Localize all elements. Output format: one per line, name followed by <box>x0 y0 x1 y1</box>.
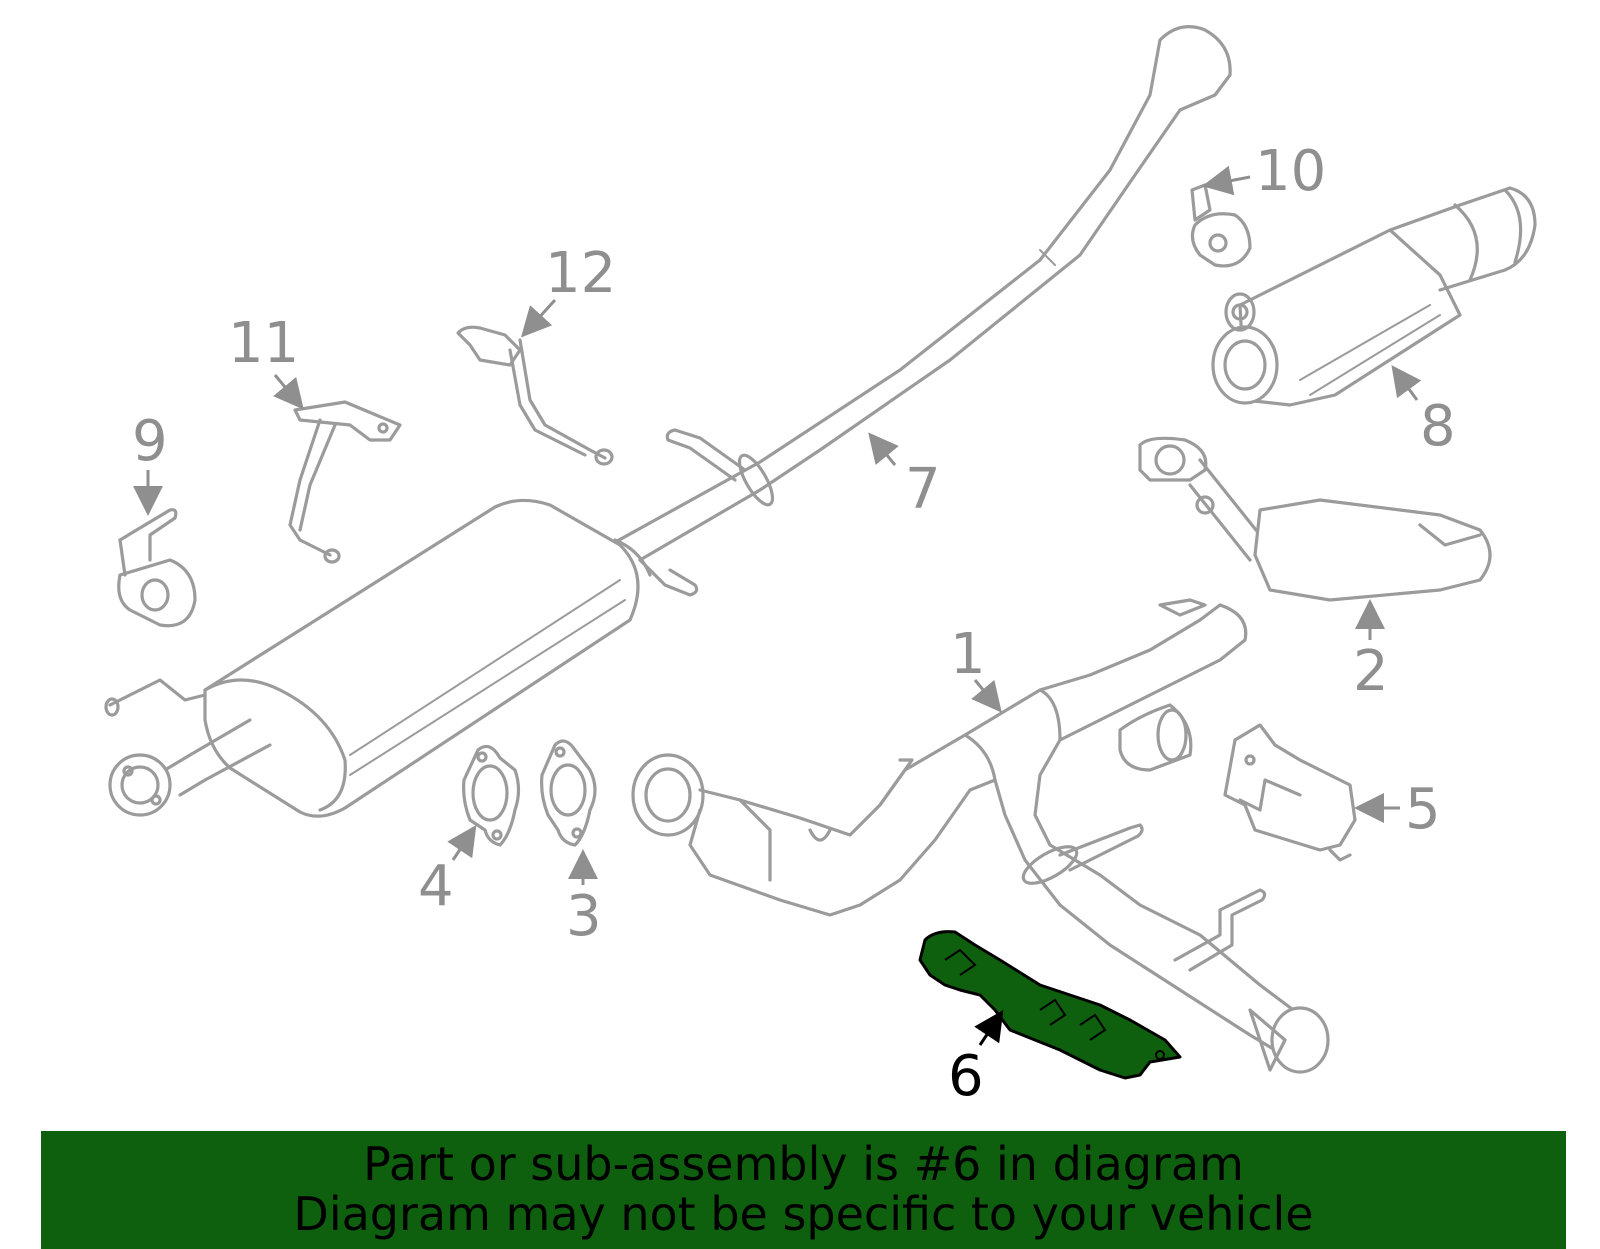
callout-1-number: 1 <box>950 622 986 687</box>
part-9-hanger-insulator[interactable] <box>117 508 197 628</box>
info-banner: Part or sub-assembly is #6 in diagram Di… <box>41 1131 1566 1249</box>
callout-7-number: 7 <box>905 457 941 522</box>
part-11-bracket[interactable] <box>288 400 402 564</box>
callout-7: 7 <box>868 432 941 522</box>
part-5-bracket[interactable] <box>1223 723 1357 862</box>
callout-8: 8 <box>1391 365 1456 459</box>
callout-9-number: 9 <box>132 409 168 474</box>
callout-6: 6 <box>948 1010 1004 1109</box>
callout-11: 11 <box>228 311 304 410</box>
callout-11-number: 11 <box>228 311 299 376</box>
callout-5-number: 5 <box>1405 777 1441 842</box>
callout-5: 5 <box>1354 777 1441 842</box>
part-10-insulator[interactable] <box>1190 183 1252 268</box>
callout-10: 10 <box>1202 139 1326 204</box>
part-7-muffler-pipe[interactable] <box>104 25 1232 818</box>
callout-1: 1 <box>950 622 1002 713</box>
part-12-hanger-rod[interactable] <box>456 325 614 466</box>
callout-4: 4 <box>418 825 477 919</box>
callout-3-number: 3 <box>566 884 602 949</box>
part-3-gasket[interactable] <box>540 739 597 847</box>
callout-6-number: 6 <box>948 1044 984 1109</box>
callout-12: 12 <box>520 241 616 338</box>
callout-10-number: 10 <box>1255 139 1326 204</box>
callout-2: 2 <box>1353 599 1389 704</box>
part-6-heat-shield[interactable] <box>918 930 1182 1080</box>
part-2-converter[interactable] <box>1138 436 1492 602</box>
part-8-rear-muffler[interactable] <box>1211 186 1537 407</box>
banner-line-2: Diagram may not be specific to your vehi… <box>293 1187 1314 1241</box>
callout-8-number: 8 <box>1420 394 1456 459</box>
callout-4-number: 4 <box>418 854 454 919</box>
callout-2-number: 2 <box>1353 639 1389 704</box>
callout-12-number: 12 <box>545 241 616 306</box>
callout-9: 9 <box>132 409 168 516</box>
part-4-gasket[interactable] <box>462 744 521 847</box>
part-1-front-pipe[interactable] <box>631 598 1330 1074</box>
banner-line-1: Part or sub-assembly is #6 in diagram <box>363 1137 1244 1191</box>
callout-3: 3 <box>566 849 602 949</box>
